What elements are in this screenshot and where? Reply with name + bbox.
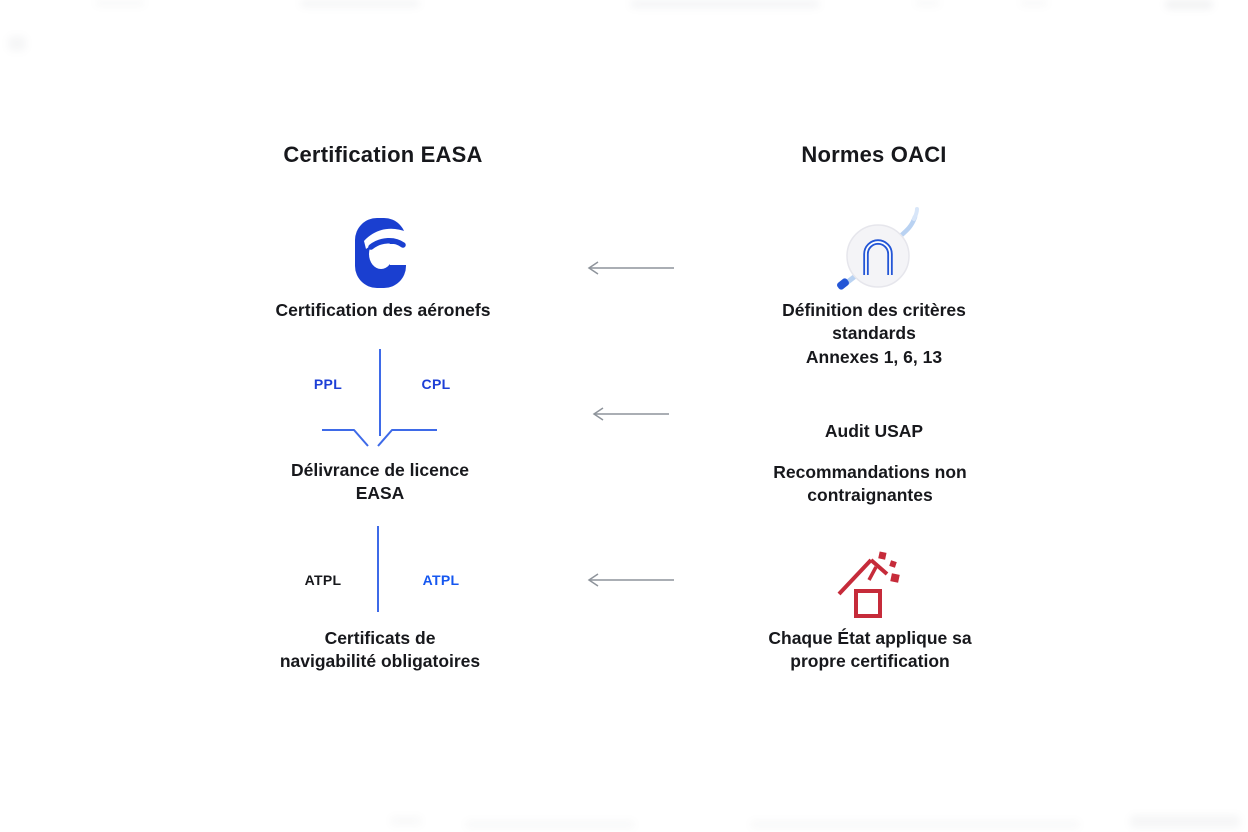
artifact-smudge <box>1020 0 1048 6</box>
artifact-smudge <box>300 0 420 7</box>
artifact-smudge <box>8 36 26 51</box>
arrow-left-3 <box>580 572 676 588</box>
branch-label-ppl: PPL <box>313 376 343 392</box>
branch-label-atpl-right: ATPL <box>422 572 460 588</box>
artifact-smudge <box>1130 815 1240 828</box>
arrow-left-2 <box>585 406 671 422</box>
artifact-smudge <box>630 0 820 8</box>
left-column-header: Certification EASA <box>283 142 483 167</box>
license-branch-trunk <box>379 349 381 436</box>
left-item3-label: Certificats de navigabilité obligatoires <box>279 628 481 672</box>
atpl-branch-trunk <box>377 526 379 612</box>
artifact-smudge <box>95 0 145 6</box>
arrow-left-1 <box>580 260 676 276</box>
computer-mouse-icon <box>832 204 924 296</box>
branch-label-atpl-left: ATPL <box>304 572 342 588</box>
right-column-header: Normes OACI <box>801 142 947 167</box>
easa-logo-icon <box>354 216 408 290</box>
artifact-smudge <box>465 820 635 829</box>
house-fragments-icon <box>832 546 908 620</box>
right-item1-label: Définition des critères standards Annexe… <box>782 300 966 367</box>
right-item2-title: Audit USAP <box>824 421 924 441</box>
left-item2-label: Délivrance de licence EASA <box>290 460 470 504</box>
artifact-smudge <box>750 820 1080 829</box>
license-branch-arms <box>316 422 446 452</box>
right-item2-label: Recommandations non contraignantes <box>773 462 967 506</box>
left-item1-label: Certification des aéronefs <box>275 300 491 320</box>
branch-label-cpl: CPL <box>421 376 451 392</box>
artifact-smudge <box>390 816 422 826</box>
artifact-smudge <box>915 0 940 6</box>
artifact-smudge <box>1165 0 1213 9</box>
right-item3-label: Chaque État applique sa propre certifica… <box>768 628 972 672</box>
